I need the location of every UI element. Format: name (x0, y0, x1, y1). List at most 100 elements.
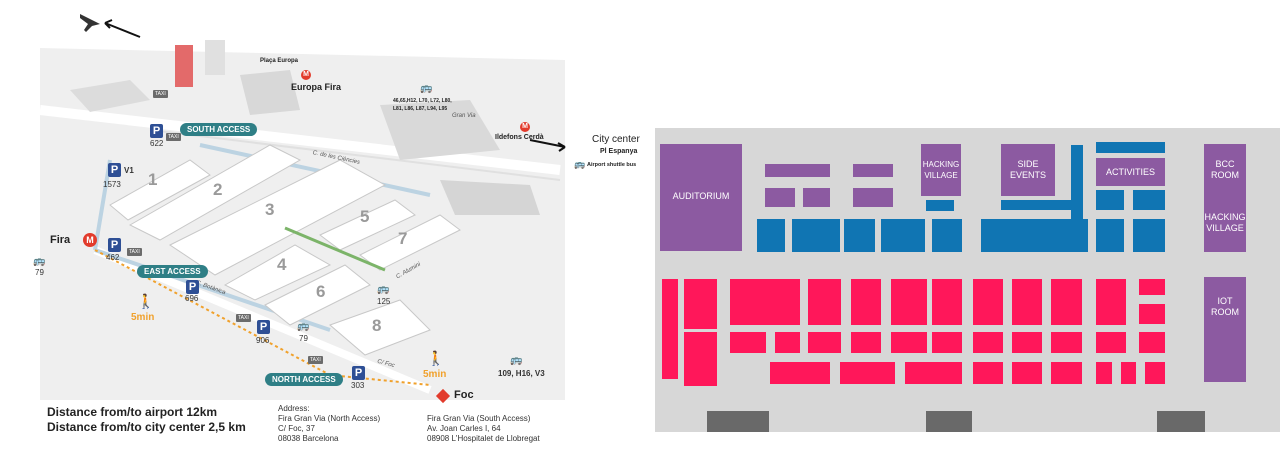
road-edge (149, 129, 561, 181)
purple-booth[interactable] (853, 188, 893, 207)
blue-booth[interactable] (1071, 145, 1083, 219)
pink-booth[interactable] (730, 279, 800, 325)
pink-booth[interactable] (973, 362, 1003, 384)
blue-booth[interactable] (1096, 219, 1124, 252)
pink-booth[interactable] (1012, 362, 1042, 384)
green-path (284, 226, 386, 272)
blue-booth[interactable] (932, 219, 962, 252)
hall-5-label: 5 (360, 207, 370, 226)
pink-booth[interactable] (1096, 332, 1126, 353)
auditorium-label: AUDITORIUM (672, 191, 730, 201)
pink-booth[interactable] (1051, 332, 1082, 353)
walk-time-label: 5min (423, 369, 447, 380)
pink-booth[interactable] (905, 362, 962, 384)
hacking-village-room[interactable] (921, 144, 961, 196)
pink-booth[interactable] (1012, 332, 1042, 353)
blue-booth[interactable] (1133, 219, 1165, 252)
pink-booth[interactable] (1145, 362, 1165, 384)
metro-icon: M (520, 122, 530, 132)
pink-booth[interactable] (730, 332, 766, 353)
blue-booth[interactable] (926, 200, 954, 211)
pink-booth[interactable] (1051, 279, 1082, 325)
hall-4-shape (223, 244, 332, 301)
hall-4-label: 4 (277, 255, 287, 274)
activities-room[interactable] (1096, 158, 1165, 186)
pink-booth[interactable] (851, 279, 881, 325)
parking-number: 1573 (103, 180, 121, 189)
activities-label: ACTIVITIES (1105, 167, 1155, 177)
placa-europa-label: Plaça Europa (260, 58, 299, 64)
pink-booth[interactable] (1012, 279, 1042, 325)
walking-icon: 🚶 (427, 350, 445, 366)
pink-booth[interactable] (1139, 332, 1165, 353)
metro-icon: M (301, 70, 311, 80)
walking-icon: 🚶 (137, 293, 155, 309)
gran-via-label: Gran Via (452, 113, 476, 119)
v1-label: V1 (124, 166, 134, 175)
side-events-room[interactable] (1001, 144, 1055, 196)
pink-booth[interactable] (932, 332, 962, 353)
hall-2-shape (128, 144, 302, 241)
pink-booth[interactable] (1051, 362, 1082, 384)
parking-icon: P (108, 238, 121, 252)
hall-1-label: 1 (148, 170, 158, 189)
blue-booth[interactable] (1096, 142, 1165, 153)
blue-booth[interactable] (1096, 190, 1124, 210)
pink-booth[interactable] (851, 332, 881, 353)
parking-number: 906 (256, 336, 270, 345)
pink-booth[interactable] (775, 332, 800, 353)
bus-line-label: 109, H16, V3 (498, 369, 545, 378)
auditorium-room[interactable] (660, 144, 742, 251)
hall-8-label: 8 (372, 316, 382, 335)
blue-booth[interactable] (844, 219, 875, 252)
pink-booth[interactable] (1139, 279, 1165, 295)
blue-booth[interactable] (792, 219, 840, 252)
blue-booth[interactable] (757, 219, 785, 252)
pink-booth[interactable] (1096, 362, 1112, 384)
pink-booth[interactable] (684, 332, 717, 386)
pink-booth[interactable] (770, 362, 830, 384)
hacking-village-room-2[interactable] (1204, 200, 1246, 252)
bus-icon: 🚌 (510, 355, 523, 366)
parking-icon: P (150, 124, 163, 138)
pink-booth[interactable] (891, 332, 927, 353)
iot-room[interactable] (1204, 277, 1246, 382)
blue-booth[interactable] (981, 219, 1088, 252)
pink-booth[interactable] (891, 279, 927, 325)
pink-booth[interactable] (684, 279, 717, 329)
pink-booth[interactable] (932, 279, 962, 325)
hall-3-label: 3 (265, 200, 275, 219)
fira-label: Fira (50, 234, 71, 246)
purple-booth[interactable] (765, 188, 795, 207)
bus-line-label: 125 (377, 297, 391, 306)
pink-booth[interactable] (1121, 362, 1136, 384)
taxi-badge: TAXI (166, 133, 181, 141)
pink-booth[interactable] (840, 362, 895, 384)
pink-booth[interactable] (662, 279, 678, 379)
bus-icon: 🚌 (297, 321, 310, 332)
parking-icon: P (352, 366, 365, 380)
blue-booth[interactable] (1001, 200, 1081, 210)
pink-booth[interactable] (973, 332, 1003, 353)
address-line: Av. Joan Carles I, 64 (427, 424, 501, 433)
parking-number: 696 (185, 294, 199, 303)
walk-route-fira (94, 249, 331, 376)
address-line: 08908 L'Hospitalet de Llobregat (427, 434, 540, 443)
pink-booth[interactable] (1139, 304, 1165, 324)
pink-booth[interactable] (808, 279, 841, 325)
blue-booth[interactable] (1133, 190, 1165, 210)
purple-booth[interactable] (803, 188, 830, 207)
parking-number: 303 (351, 381, 365, 390)
pink-booth[interactable] (1096, 279, 1126, 325)
hall-2-label: 2 (213, 180, 223, 199)
pink-booth[interactable] (808, 332, 841, 353)
bcc-room[interactable] (1204, 144, 1246, 209)
airport-shuttle-label: Airport shuttle bus (587, 162, 637, 168)
bus-icon: 🚌 (420, 83, 433, 94)
walk-time-label: 5min (131, 312, 155, 323)
blue-booth[interactable] (881, 219, 925, 252)
purple-booth[interactable] (853, 164, 893, 177)
parking-icon: P (257, 320, 270, 334)
purple-booth[interactable] (765, 164, 830, 177)
pink-booth[interactable] (973, 279, 1003, 325)
